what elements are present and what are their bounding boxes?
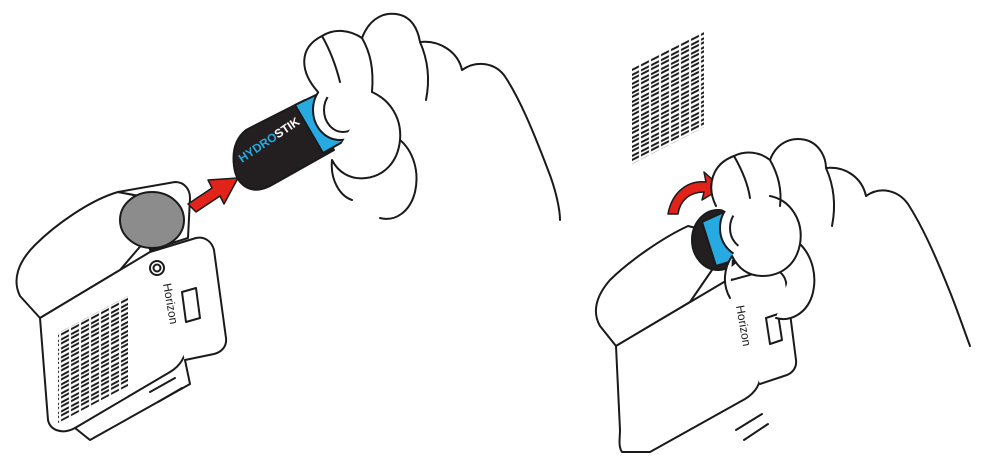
charging-socket-cap [120,192,184,248]
charger-device: Horizon [16,182,226,440]
vent-grille-2 [632,31,704,164]
port-slot [182,288,200,322]
status-button [150,261,164,275]
insert-arrow [188,178,238,212]
panel-twist: Horizon [596,31,970,452]
panel-insert: Horizon HYDROSTIK [16,14,560,440]
